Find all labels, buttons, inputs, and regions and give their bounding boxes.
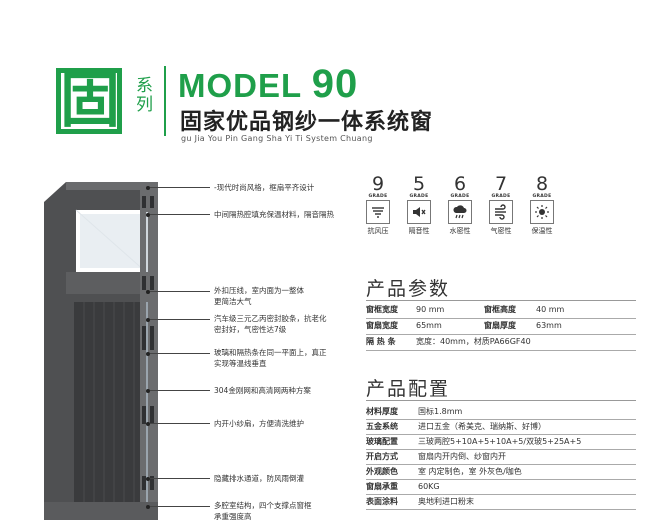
config-row: 玻璃配置三玻两腔5+10A+5+10A+5/双玻5+25A+5	[366, 437, 582, 446]
annotation-seal: 汽车级三元乙丙密封胶条，抗老化 密封好，气密性达7级	[214, 314, 327, 334]
annotation-multi-chamber: 多腔室结构，四个支撑点窗框 承重强度高	[214, 501, 312, 521]
screen-mesh	[74, 302, 148, 502]
grade-thermal: 8 GRADE 保温性	[530, 173, 554, 235]
annotation-screen-sash: 内开小纱扇，方便清洗维护	[214, 419, 304, 428]
callout-dot	[146, 318, 150, 322]
callout-line	[150, 187, 210, 188]
transom	[66, 272, 158, 294]
callout-line	[150, 353, 210, 354]
params-row: 窗框宽度 90 mm 窗框高度 40 mm	[366, 305, 565, 314]
params-heading: 产品参数	[366, 278, 451, 300]
annotation-isotherm: 玻璃和隔热条在同一平面上，真正 实现等温线垂直	[214, 348, 327, 368]
annotation-drainage: 隐藏排水通道，防风雨倒灌	[214, 474, 304, 483]
logo-divider	[164, 66, 166, 136]
model-heading: MODEL 90	[178, 62, 358, 107]
product-title: 固家优品钢纱一体系统窗	[180, 110, 434, 135]
side-profile	[140, 182, 158, 520]
callout-line	[150, 291, 210, 292]
config-row: 材料厚度国标1.8mm	[366, 407, 463, 416]
config-row: 表面涂料奥地利进口粉末	[366, 497, 474, 506]
config-row: 五金系统进口五金（希美克、瑞纳斯、好博）	[366, 422, 546, 431]
row-divider	[366, 494, 636, 495]
grade-water: 6 GRADE 水密性	[448, 173, 472, 235]
grade-air: 7 GRADE 气密性	[489, 173, 513, 235]
callout-line	[150, 390, 210, 391]
callout-dot	[146, 213, 150, 217]
row-divider	[366, 334, 636, 335]
rain-cloud-icon	[448, 200, 472, 224]
row-divider	[366, 449, 636, 450]
config-heading: 产品配置	[366, 378, 451, 400]
row-divider	[366, 479, 636, 480]
logo-frame	[56, 68, 122, 134]
row-divider	[366, 434, 636, 435]
logo-series-label: 系列	[132, 76, 152, 114]
logo-character: 固	[60, 66, 120, 136]
annotation-pressure-line: 外扣压线，室内面为一整体 更简洁大气	[214, 286, 304, 306]
wind-pressure-icon	[366, 200, 390, 224]
params-row: 窗扇宽度 65mm 窗扇厚度 63mm	[366, 321, 562, 330]
callout-line	[150, 423, 210, 424]
mute-speaker-icon	[407, 200, 431, 224]
model-word: MODEL	[178, 67, 302, 104]
params-heading-rule	[366, 300, 636, 301]
window-section-drawing	[44, 182, 158, 520]
config-row: 外观颜色室 内定制色，室 外灰色/咖色	[366, 467, 522, 476]
config-row: 开启方式窗扇内开内倒、纱窗内开	[366, 452, 506, 461]
row-divider	[366, 464, 636, 465]
callout-dot	[146, 477, 150, 481]
annotation-insulation: 中间隔热腔填充保温材料，隔音隔热	[214, 210, 334, 219]
grade-wind-pressure: 9 GRADE 抗风压	[366, 173, 390, 235]
callout-dot	[146, 389, 150, 393]
sun-icon	[530, 200, 554, 224]
callout-dot	[146, 505, 150, 509]
row-divider	[366, 509, 636, 510]
wind-lines-icon	[489, 200, 513, 224]
params-row-insulation: 隔 热 条 宽度：40mm，材质PA66GF40	[366, 337, 531, 346]
grade-sound: 5 GRADE 隔音性	[407, 173, 431, 235]
callout-line	[150, 478, 210, 479]
row-divider	[366, 318, 636, 319]
callout-dot	[146, 186, 150, 190]
callout-dot	[146, 290, 150, 294]
annotation-style: -现代时尚风格，框扇平齐设计	[214, 183, 315, 192]
product-title-pinyin: gu Jia You Pin Gang Sha Yi Ti System Chu…	[181, 134, 373, 143]
row-divider	[366, 419, 636, 420]
config-heading-rule	[366, 400, 636, 401]
callout-line	[150, 506, 210, 507]
callout-line	[150, 319, 210, 320]
callout-line	[150, 214, 210, 215]
callout-dot	[146, 422, 150, 426]
callout-dot	[146, 352, 150, 356]
row-divider	[366, 350, 636, 351]
annotation-mesh: 304金刚网和高清网两种方案	[214, 386, 311, 395]
model-number: 90	[311, 62, 359, 106]
